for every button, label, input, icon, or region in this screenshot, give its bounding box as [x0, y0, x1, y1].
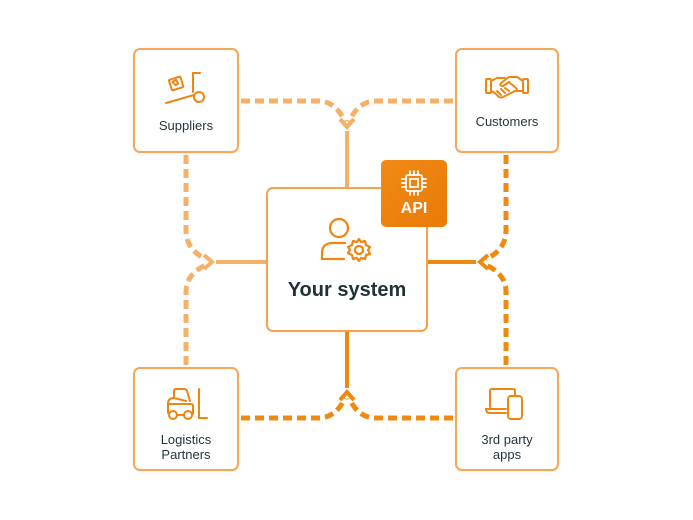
devices-icon — [485, 388, 523, 420]
arrow-bottom — [338, 388, 356, 402]
node-third-party-apps[interactable]: 3rd party apps — [455, 367, 559, 471]
api-badge[interactable]: API — [381, 160, 447, 227]
node-logistics-partners[interactable]: Logistics Partners — [133, 367, 239, 471]
node-logistics-label-line-1: Logistics — [160, 432, 212, 447]
node-third-party-label-line-1: 3rd party — [481, 432, 533, 447]
connector-customers-top — [346, 98, 453, 124]
chip-icon — [401, 170, 427, 196]
connector-suppliers-left — [183, 155, 208, 262]
hand-truck-icon — [165, 72, 205, 104]
node-suppliers-label: Suppliers — [158, 118, 214, 133]
arrow-top — [338, 117, 356, 131]
arrow-left — [202, 253, 216, 271]
connector-customers-right — [484, 155, 509, 262]
connector-logistics-bottom — [241, 396, 348, 421]
arrow-right — [476, 253, 490, 271]
handshake-icon — [485, 76, 529, 99]
node-logistics-label-line-2: Partners — [161, 447, 211, 462]
node-logistics-label: Logistics Partners — [161, 432, 212, 462]
node-third-party-label-line-2: apps — [492, 447, 522, 462]
connector-third-bottom — [346, 396, 453, 421]
api-badge-label: API — [400, 200, 428, 217]
node-suppliers[interactable]: Suppliers — [133, 48, 239, 153]
node-customers[interactable]: Customers — [455, 48, 559, 153]
node-customers-label: Customers — [475, 114, 539, 129]
connector-suppliers-top — [241, 98, 348, 124]
forklift-icon — [167, 388, 208, 420]
connector-third-right — [484, 262, 509, 365]
node-third-party-label: 3rd party apps — [481, 432, 532, 462]
connector-logistics-left — [183, 262, 208, 365]
node-your-system-label: Your system — [287, 279, 407, 301]
user-gear-icon — [320, 217, 372, 263]
